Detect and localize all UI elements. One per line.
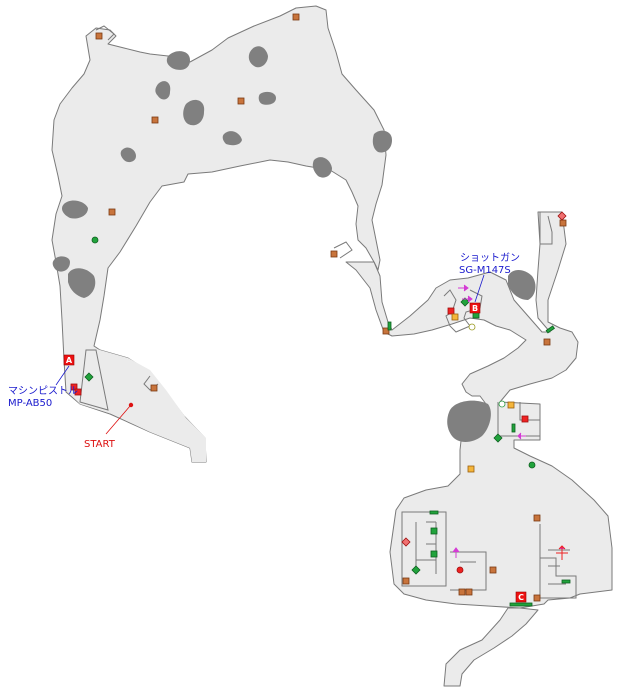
arrow-up-icon	[452, 547, 460, 558]
floor-areas	[51, 5, 613, 687]
arrow-left-icon	[517, 432, 526, 440]
floor-cave-north	[51, 5, 387, 463]
map-labels: マシンピストル MP-AB50 ショットガン SG-M147S START	[8, 252, 520, 450]
start-point	[128, 402, 134, 408]
rocks	[52, 46, 536, 442]
marker-b-label: B	[472, 304, 478, 313]
floor-start-room	[68, 348, 206, 462]
crates	[95, 13, 567, 602]
pink-arrows	[452, 284, 568, 560]
weapon-a-name: マシンピストル	[8, 385, 78, 397]
marker-a[interactable]: A	[63, 354, 75, 366]
weapon-a-code: MP-AB50	[8, 398, 52, 409]
red-items	[70, 211, 567, 574]
marker-c-label: C	[518, 593, 524, 602]
green-items	[84, 236, 571, 607]
weapon-b-code: SG-M147S	[459, 265, 511, 276]
marker-b[interactable]: B	[469, 302, 481, 314]
floor-overlay	[68, 348, 206, 462]
yellow-items	[451, 313, 515, 473]
marker-a-label: A	[66, 356, 73, 365]
cross-arrow-icon	[556, 545, 568, 560]
arrow-right-icon	[462, 295, 473, 303]
start-label: START	[84, 439, 116, 450]
weapon-b-name: ショットガン	[460, 252, 520, 264]
leader-lines	[55, 274, 485, 435]
arrow-right-icon	[458, 284, 469, 292]
floor-middle-bridge	[345, 211, 613, 687]
marker-c[interactable]: C	[515, 591, 527, 603]
